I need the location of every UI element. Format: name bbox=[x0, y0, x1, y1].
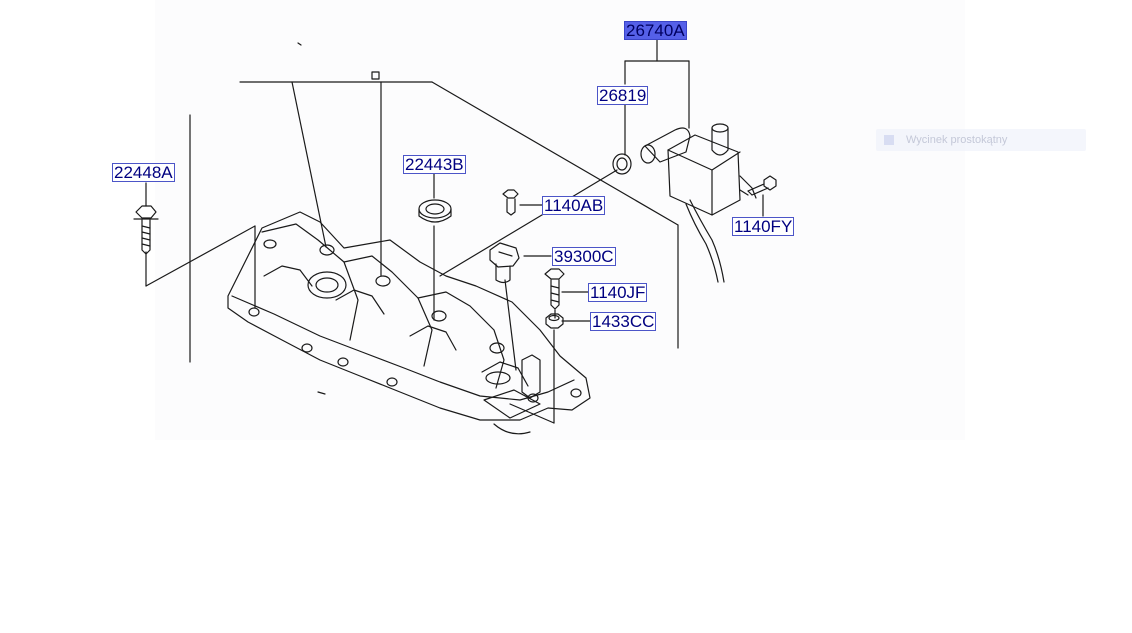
part-label-1140fy[interactable]: 1140FY bbox=[732, 217, 795, 236]
bolt-1140ab bbox=[502, 189, 519, 216]
diagram-panel bbox=[155, 0, 965, 440]
leader-lines bbox=[145, 38, 764, 424]
valve-cover bbox=[227, 211, 591, 435]
tooltip-text: Wycinek prostokątny bbox=[906, 134, 1008, 146]
part-label-1433cc[interactable]: 1433CC bbox=[590, 312, 657, 331]
part-label-26740a[interactable]: 26740A bbox=[624, 21, 687, 40]
bolt-22448a bbox=[133, 205, 159, 255]
oil-separator-26740a bbox=[640, 123, 757, 283]
sensor-39300c bbox=[489, 242, 520, 284]
part-label-22443b[interactable]: 22443B bbox=[403, 155, 466, 174]
part-label-22448a[interactable]: 22448A bbox=[112, 163, 175, 182]
section-frame bbox=[189, 42, 679, 363]
nut-1433cc bbox=[545, 313, 564, 329]
bolt-1140jf bbox=[544, 268, 565, 310]
part-label-39300c[interactable]: 39300C bbox=[552, 247, 616, 266]
seal-ring-22443b bbox=[418, 199, 452, 223]
part-label-26819[interactable]: 26819 bbox=[597, 86, 649, 105]
part-label-1140ab[interactable]: 1140AB bbox=[542, 196, 606, 215]
o-ring-26819 bbox=[612, 153, 632, 175]
bolt-1140fy bbox=[747, 175, 777, 196]
part-label-1140jf[interactable]: 1140JF bbox=[588, 283, 648, 302]
snip-icon bbox=[884, 135, 894, 146]
rectangular-snip-tooltip: Wycinek prostokątny bbox=[876, 129, 1086, 151]
